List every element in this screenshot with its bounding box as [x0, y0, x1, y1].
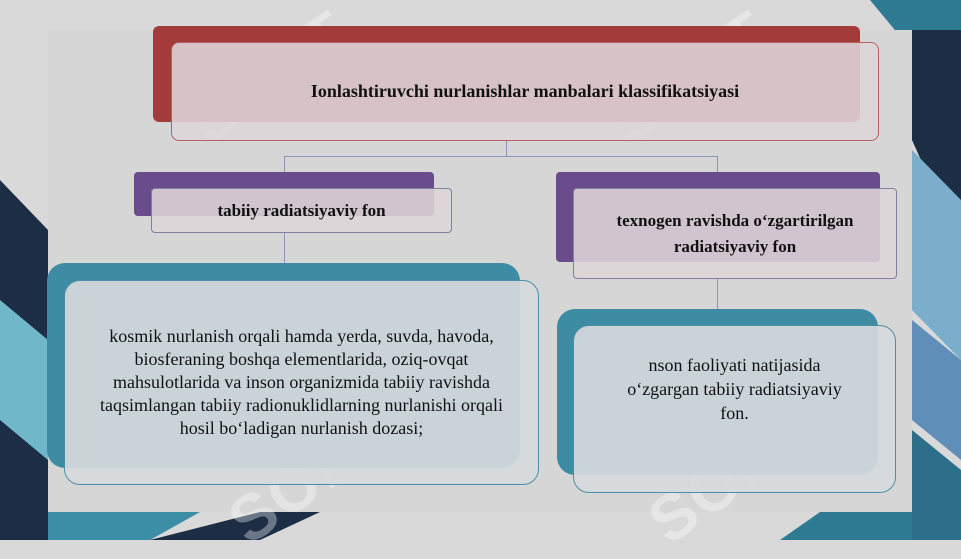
- branch-node-left: tabiiy radiatsiyaviy fon: [151, 188, 452, 233]
- connector-left-desc: [284, 233, 285, 263]
- connector-right-branch: [717, 156, 718, 186]
- background-decoration: [0, 0, 961, 540]
- root-node-label: Ionlashtiruvchi nurlanishlar manbalari k…: [310, 81, 740, 101]
- connector-left-branch: [284, 156, 285, 186]
- connector-root-stem: [506, 140, 507, 156]
- branch-node-right: texnogen ravishda o‘zgartirilgan radiats…: [573, 188, 897, 279]
- connector-horizontal: [284, 156, 718, 157]
- desc-node-right: nson faoliyati natijasida o‘zgargan tabi…: [573, 325, 896, 493]
- connector-right-desc: [717, 279, 718, 309]
- desc-left-text: kosmik nurlanish orqali hamda yerda, suv…: [100, 326, 503, 438]
- root-node: Ionlashtiruvchi nurlanishlar manbalari k…: [171, 42, 879, 141]
- desc-right-text: nson faoliyati natijasida o‘zgargan tabi…: [627, 355, 842, 423]
- branch-right-label: texnogen ravishda o‘zgartirilgan radiats…: [616, 210, 854, 256]
- desc-node-left: kosmik nurlanish orqali hamda yerda, suv…: [64, 280, 539, 485]
- branch-left-label: tabiiy radiatsiyaviy fon: [217, 200, 386, 220]
